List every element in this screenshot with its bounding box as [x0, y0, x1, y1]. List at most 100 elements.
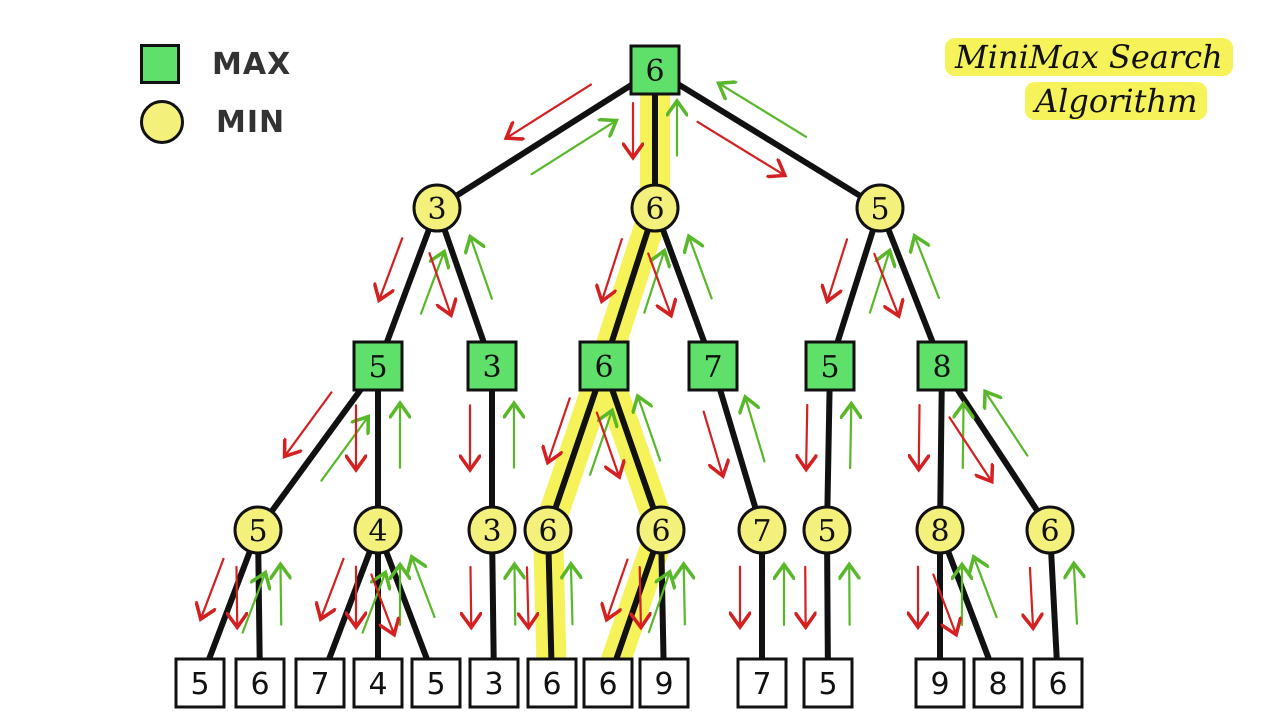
down-arrow — [602, 238, 623, 299]
up-arrow — [571, 566, 573, 626]
leaf-node-shape — [582, 657, 634, 709]
leaf-node-shape — [410, 657, 462, 709]
tree-edge — [939, 363, 1053, 533]
min-node-shape — [630, 183, 680, 233]
leaf-node-value: 4 — [368, 667, 387, 702]
max-node-shape — [916, 340, 968, 392]
leaf-node-value: 5 — [818, 667, 837, 702]
leaf-node: 6 — [1032, 657, 1084, 709]
max-node-value: 6 — [645, 54, 664, 89]
up-arrow — [643, 253, 663, 314]
max-node: 8 — [916, 340, 968, 392]
up-arrow — [684, 566, 685, 626]
min-node-value: 6 — [651, 514, 670, 549]
tree-edge — [652, 205, 716, 369]
min-node: 5 — [233, 505, 283, 555]
leaf-node: 6 — [526, 657, 578, 709]
down-arrow — [201, 557, 225, 617]
leaf-node-shape — [294, 657, 346, 709]
leaf-node-shape — [526, 657, 578, 709]
min-node: 6 — [523, 505, 573, 555]
leaf-node: 5 — [174, 657, 226, 709]
min-node-value: 5 — [817, 514, 836, 549]
max-node-value: 8 — [932, 350, 951, 385]
leaf-node-shape — [736, 657, 788, 709]
up-arrow — [514, 566, 515, 626]
down-arrow — [428, 252, 450, 313]
max-node-shape — [578, 340, 630, 392]
up-arrow — [647, 574, 669, 634]
leaf-node-value: 8 — [988, 667, 1007, 702]
legend-min-label: MIN — [216, 104, 286, 140]
up-arrow — [1074, 566, 1077, 625]
leaf-node-shape — [234, 657, 286, 709]
up-arrow — [746, 399, 766, 463]
min-node-shape — [412, 183, 462, 233]
min-node: 5 — [855, 183, 905, 233]
min-node-value: 6 — [645, 192, 664, 227]
min-node-shape — [353, 505, 403, 555]
up-arrow — [471, 239, 493, 300]
down-arrow — [321, 557, 345, 617]
leaf-node-value: 6 — [250, 667, 269, 702]
tree-edge — [824, 363, 833, 533]
max-node: 7 — [687, 340, 739, 392]
tree-edge — [434, 205, 495, 369]
min-node: 6 — [636, 505, 686, 555]
min-node-shape — [467, 505, 517, 555]
up-arrow — [986, 393, 1029, 457]
down-arrow — [640, 566, 641, 625]
leaf-node-shape — [802, 657, 854, 709]
down-arrow — [380, 237, 404, 298]
leaf-node: 3 — [468, 657, 520, 709]
min-node-value: 8 — [930, 514, 949, 549]
max-node-swatch — [140, 44, 180, 84]
down-arrow — [527, 566, 529, 625]
down-arrow — [508, 83, 593, 137]
max-node: 5 — [804, 340, 856, 392]
min-node-value: 5 — [870, 192, 889, 227]
leaf-node-shape — [468, 657, 520, 709]
min-node-shape — [855, 183, 905, 233]
min-node-value: 3 — [482, 514, 501, 549]
tree-edge — [710, 363, 765, 533]
up-arrow — [721, 84, 808, 138]
max-node-shape — [687, 340, 739, 392]
down-arrow — [286, 391, 333, 454]
up-arrow — [974, 559, 998, 619]
min-node-value: 6 — [538, 514, 557, 549]
min-node-shape — [233, 505, 283, 555]
leaf-node-value: 5 — [190, 667, 209, 702]
up-arrow — [588, 412, 611, 476]
leaf-node-shape — [972, 657, 1024, 709]
leaf-node-shape — [174, 657, 226, 709]
max-node: 3 — [466, 340, 518, 392]
legend-max-row: MAX — [140, 35, 291, 93]
down-arrow — [236, 565, 237, 625]
down-arrow — [828, 238, 849, 299]
min-node: 4 — [353, 505, 403, 555]
leaf-node-shape — [352, 657, 404, 709]
leaf-node: 8 — [972, 657, 1024, 709]
legend-max-label: MAX — [212, 46, 292, 82]
leaf-node: 5 — [410, 657, 462, 709]
down-arrow — [696, 120, 783, 174]
leaf-node: 7 — [294, 657, 346, 709]
max-node-value: 3 — [482, 350, 501, 385]
leaf-node-value: 7 — [310, 667, 329, 702]
down-arrow — [873, 252, 898, 314]
max-node-shape — [466, 340, 518, 392]
leaf-node: 7 — [736, 657, 788, 709]
min-node: 3 — [467, 505, 517, 555]
min-node: 3 — [412, 183, 462, 233]
tree-edge — [434, 67, 658, 211]
up-arrow — [690, 238, 713, 300]
leaf-node-value: 7 — [752, 667, 771, 702]
leaf-node-value: 6 — [1048, 667, 1067, 702]
min-node-shape — [523, 505, 573, 555]
up-arrow — [412, 559, 436, 619]
tree-edge — [937, 363, 945, 533]
tree-edge — [827, 205, 883, 369]
tree-edge — [601, 205, 658, 369]
